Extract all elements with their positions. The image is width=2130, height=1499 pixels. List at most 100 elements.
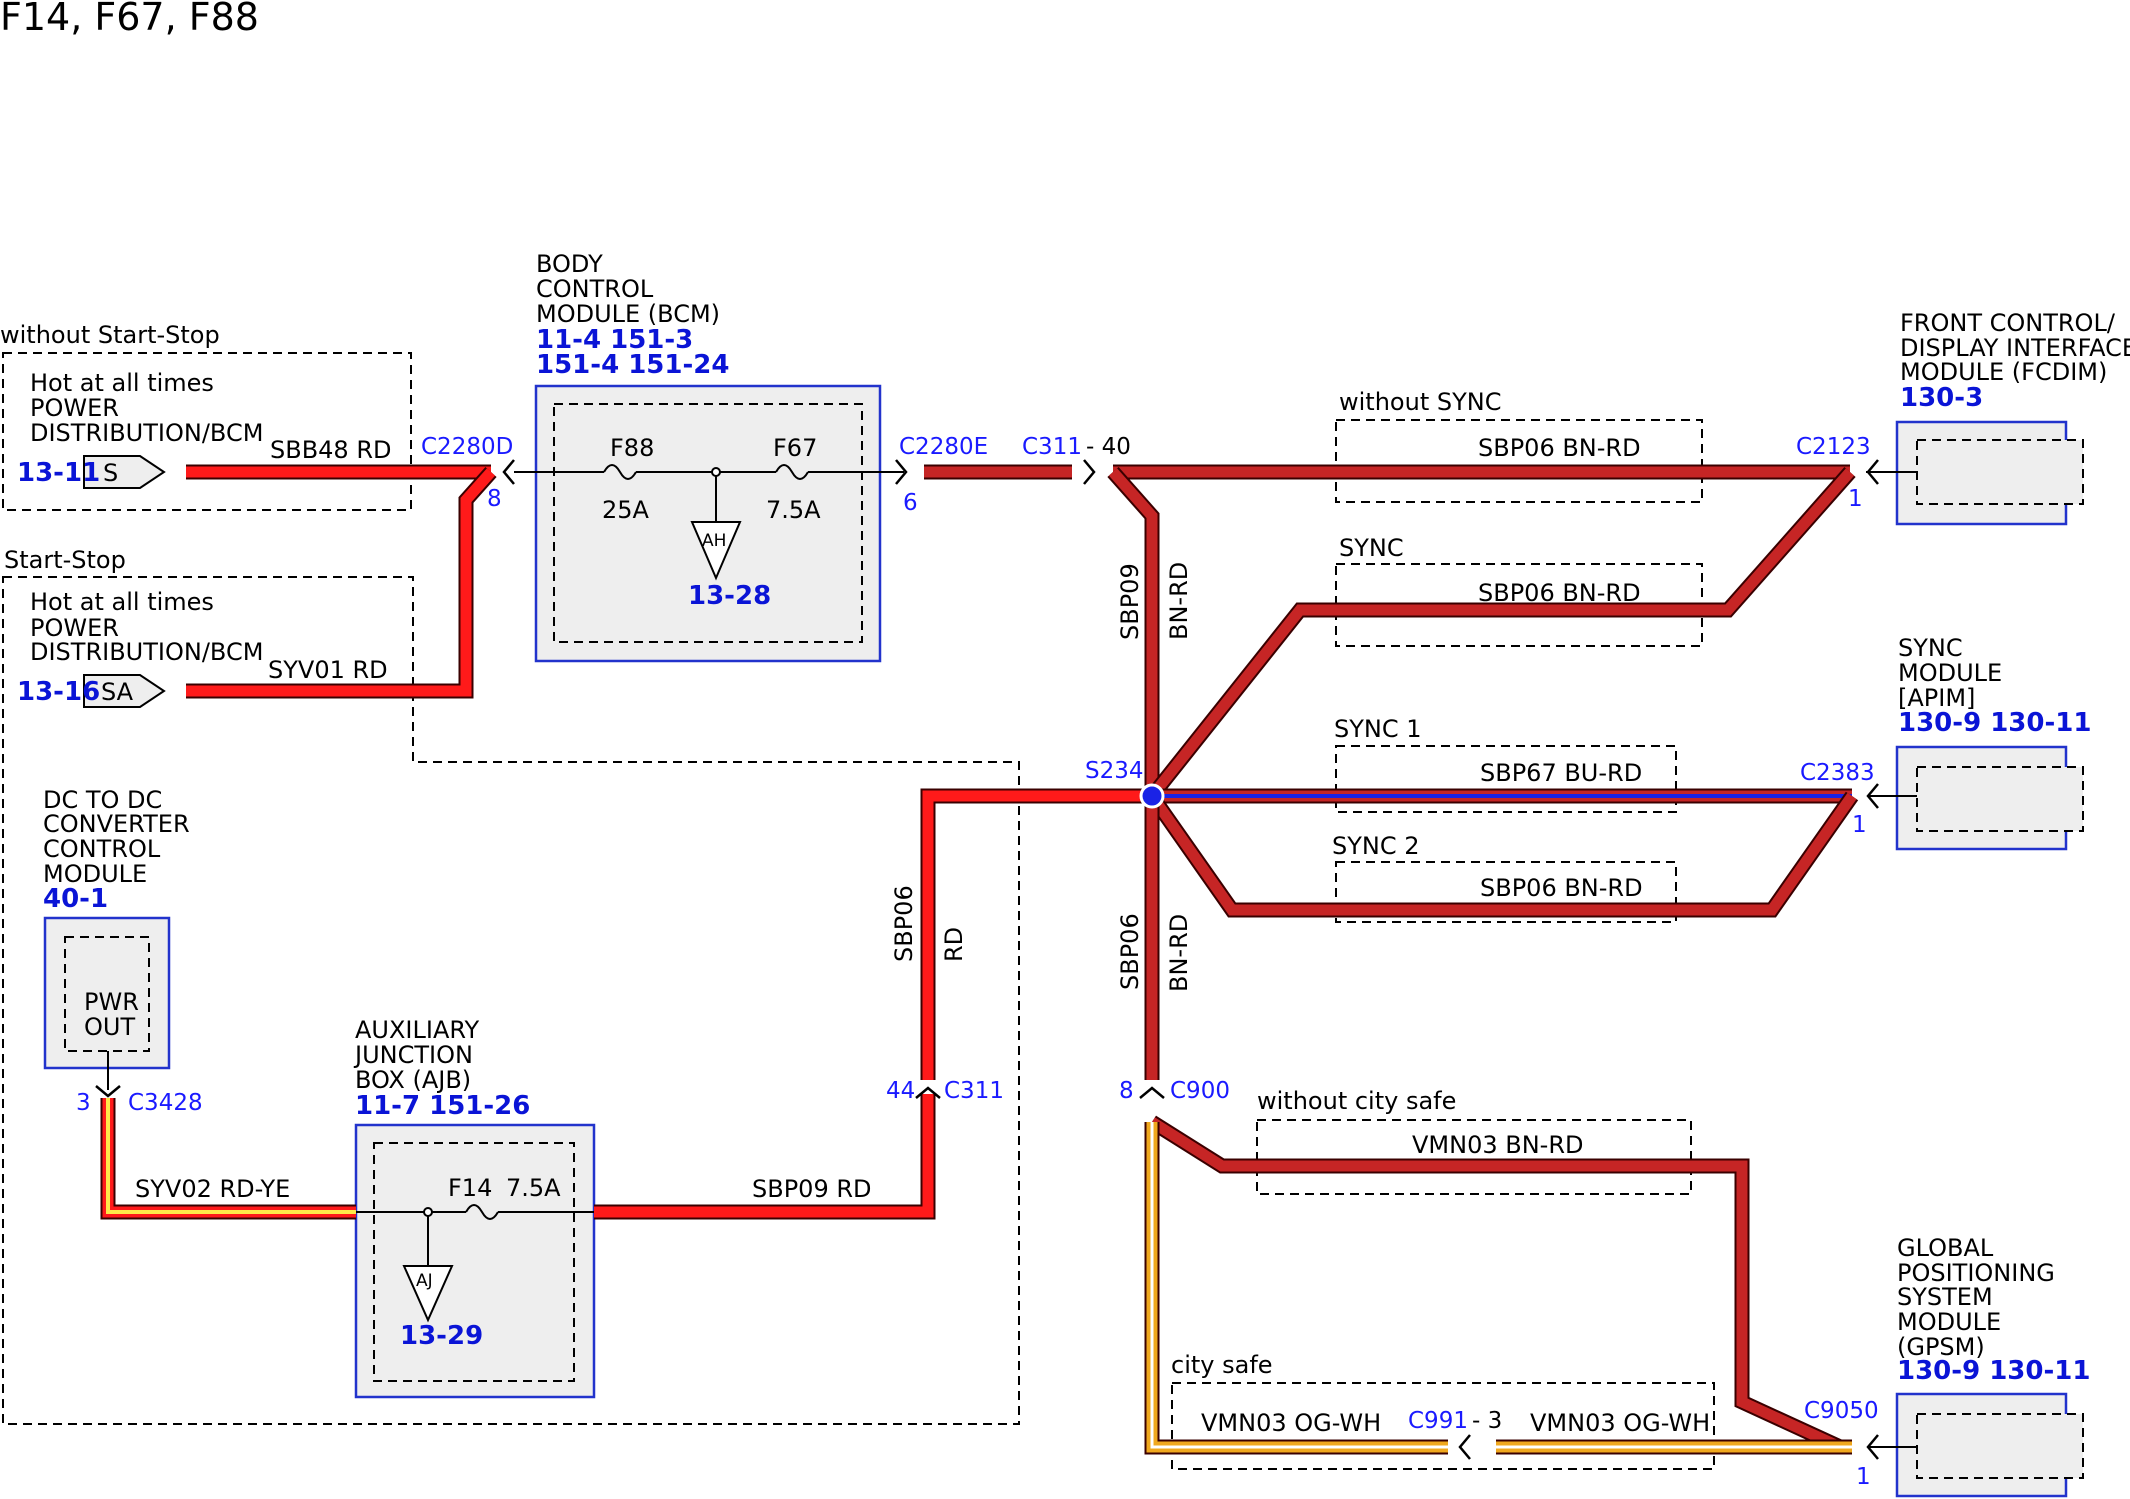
connector-c3428-icon <box>95 1085 121 1098</box>
sync-module-name-1: SYNC <box>1898 634 1963 662</box>
dcdc-name-2: CONVERTER <box>43 810 190 838</box>
fuse-f88-symbol <box>603 464 637 480</box>
wire-label-sbp06-2: SBP06 BN-RD <box>1478 579 1641 607</box>
wire-syv01 <box>186 468 496 697</box>
wire-vmn03-1 <box>1149 1117 1843 1452</box>
c900-label: C900 <box>1170 1078 1230 1104</box>
wire-label-sbp06-3: SBP06 BN-RD <box>1480 874 1643 902</box>
wire-label-sbp06-v-a: SBP06 <box>1116 913 1144 990</box>
fuse-f67-rating: 7.5A <box>766 496 821 524</box>
connector-c311-bottom-icon <box>915 1086 941 1099</box>
bcm-junction <box>711 467 721 477</box>
wire-label-syv01: SYV01 RD <box>268 656 388 684</box>
wire-label-sbb48: SBB48 RD <box>270 436 392 464</box>
wire-label-vmn03-1: VMN03 BN-RD <box>1412 1131 1583 1159</box>
source2-line2: POWER <box>30 614 119 642</box>
wire-label-sbp06-rd-b: RD <box>940 927 968 962</box>
c311-bottom-pin: 44 <box>886 1078 915 1104</box>
wire-sbp09-v <box>1108 468 1158 796</box>
dcdc-pin-label-2: OUT <box>84 1013 135 1041</box>
without-sync-label: without SYNC <box>1339 388 1501 416</box>
start-stop-label: Start-Stop <box>4 546 126 574</box>
source1-line3: DISTRIBUTION/BCM <box>30 419 263 447</box>
connector-c2383-icon <box>1866 783 1879 809</box>
start-stop-box <box>2 576 1020 1425</box>
power-tag-sa <box>83 674 166 708</box>
ground-aj-label: AJ <box>416 1271 433 1291</box>
c9050-label: C9050 <box>1804 1398 1879 1424</box>
sync1-label: SYNC 1 <box>1334 715 1422 743</box>
c2123-pin: 1 <box>1848 486 1863 512</box>
without-sync-box <box>1335 419 1703 503</box>
bcm-refs-2[interactable]: 151-4 151-24 <box>536 350 729 380</box>
fuse-f14-symbol <box>465 1204 499 1220</box>
c2280d-pin: 8 <box>487 486 502 512</box>
sync-module-name-3: [APIM] <box>1898 684 1975 712</box>
c311-top-label: C311 <box>1022 434 1082 460</box>
c2280e-pin: 6 <box>903 490 918 516</box>
source2-pin: SA <box>101 678 134 706</box>
wire-label-sbp06-v-b: BN-RD <box>1165 914 1193 992</box>
connector-c9050-icon <box>1866 1434 1879 1460</box>
dcdc-name-1: DC TO DC <box>43 786 162 814</box>
connector-c2280d-icon <box>502 459 515 485</box>
city-safe-box <box>1171 1382 1715 1470</box>
ajb-junction <box>423 1207 433 1217</box>
c900-pin: 8 <box>1119 1078 1134 1104</box>
source2-line1: Hot at all times <box>30 588 214 616</box>
c3428-label: C3428 <box>128 1090 203 1116</box>
wire-label-sbp09-v-a: SBP09 <box>1116 563 1144 640</box>
wire-label-vmn03-2: VMN03 OG-WH <box>1201 1409 1381 1437</box>
c311-top-pin: - 40 <box>1086 434 1131 460</box>
bcm-name-1: BODY <box>536 250 603 278</box>
sync-module-refs[interactable]: 130-9 130-11 <box>1898 708 2091 738</box>
fcdim-ref[interactable]: 130-3 <box>1900 383 1983 413</box>
c2123-label: C2123 <box>1796 434 1871 460</box>
fuse-f67-symbol <box>775 464 809 480</box>
dcdc-name-3: CONTROL <box>43 835 161 863</box>
bcm-refs-1[interactable]: 11-4 151-3 <box>536 325 693 355</box>
ajb-refs[interactable]: 11-7 151-26 <box>355 1091 530 1121</box>
fcdim-name-3: MODULE (FCDIM) <box>1900 358 2107 386</box>
c311-bottom-label: C311 <box>944 1078 1004 1104</box>
ground-aj-ref[interactable]: 13-29 <box>400 1321 483 1351</box>
bcm-name-3: MODULE (BCM) <box>536 300 720 328</box>
sync-label: SYNC <box>1339 534 1404 562</box>
source1-ref[interactable]: 13-11 <box>17 458 100 488</box>
gpsm-name-5: (GPSM) <box>1897 1333 1985 1361</box>
sync2-box <box>1335 861 1677 923</box>
c2383-label: C2383 <box>1800 760 1875 786</box>
wire-sbp09-ajb <box>594 1094 934 1218</box>
gpsm-name-4: MODULE <box>1897 1308 2001 1336</box>
gpsm-inner <box>1916 1413 2084 1479</box>
without-start-stop-label: without Start-Stop <box>0 321 220 349</box>
ajb-name-1: AUXILIARY <box>355 1016 480 1044</box>
without-city-safe-box <box>1256 1119 1692 1195</box>
ground-ah-ref[interactable]: 13-28 <box>688 581 771 611</box>
wire-label-sbp67: SBP67 BU-RD <box>1480 759 1642 787</box>
wire-label-sbp06-rd-a: SBP06 <box>890 885 918 962</box>
dcdc-name-4: MODULE <box>43 860 147 888</box>
ajb-name-3: BOX (AJB) <box>355 1066 471 1094</box>
gpsm-name-1: GLOBAL <box>1897 1234 1994 1262</box>
ground-aj-icon <box>402 1265 454 1323</box>
source1-line1: Hot at all times <box>30 369 214 397</box>
city-safe-label: city safe <box>1171 1351 1273 1379</box>
ajb-inner <box>373 1142 575 1382</box>
c991-label: C991 <box>1408 1408 1468 1434</box>
wire-label-sbp09-v-b: BN-RD <box>1165 562 1193 640</box>
ajb-name-2: JUNCTION <box>353 1041 473 1069</box>
diagram-title: F14, F67, F88 <box>0 0 259 39</box>
source1-pin: S <box>103 459 118 487</box>
c9050-pin: 1 <box>1856 1464 1871 1490</box>
without-city-safe-label: without city safe <box>1257 1087 1456 1115</box>
sync2-label: SYNC 2 <box>1332 832 1420 860</box>
dcdc-pin-label-1: PWR <box>84 988 139 1016</box>
source2-ref[interactable]: 13-16 <box>17 677 100 707</box>
gpsm-refs[interactable]: 130-9 130-11 <box>1897 1356 2090 1386</box>
connector-c991-icon <box>1458 1434 1471 1460</box>
dcdc-ref[interactable]: 40-1 <box>43 884 108 914</box>
c991-pin: - 3 <box>1472 1408 1502 1434</box>
power-tag-s <box>83 455 166 489</box>
without-start-stop-box <box>2 352 412 511</box>
